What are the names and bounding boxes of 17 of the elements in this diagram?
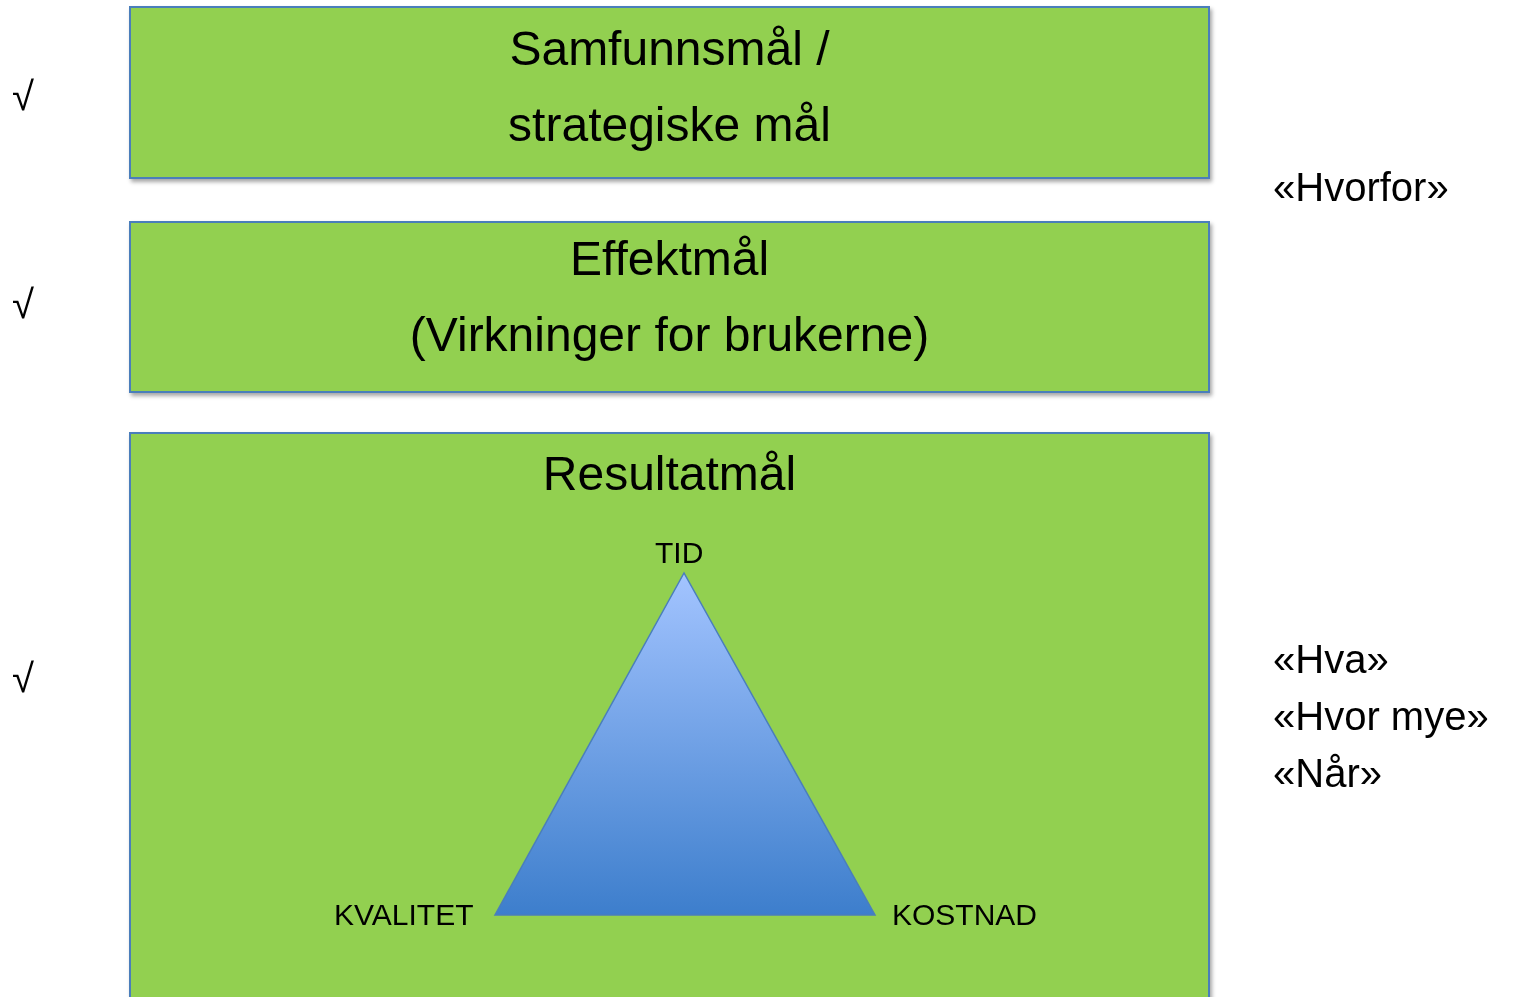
- check-mark: √: [12, 74, 34, 119]
- goal-box: [129, 221, 1210, 393]
- question-text: «Hvor mye»: [1273, 694, 1489, 739]
- goal-title: Effektmål: [569, 231, 770, 287]
- corner-label: KOSTNAD: [892, 898, 1038, 932]
- corner-label: TID: [655, 536, 704, 570]
- question-text: «Hva»: [1273, 637, 1389, 682]
- goal-box: [129, 6, 1210, 179]
- result-goal-panel: [129, 432, 1210, 997]
- check-mark: √: [12, 656, 34, 701]
- question-text: «Når»: [1273, 751, 1382, 796]
- goal-subtitle: (Virkninger for brukerne): [409, 307, 930, 363]
- check-mark: √: [12, 282, 34, 327]
- corner-label: KVALITET: [334, 898, 474, 932]
- goal-title: Samfunnsmål / strategiske mål: [507, 21, 832, 153]
- question-text: «Hvorfor»: [1273, 165, 1449, 210]
- goal-title: Resultatmål: [542, 446, 797, 502]
